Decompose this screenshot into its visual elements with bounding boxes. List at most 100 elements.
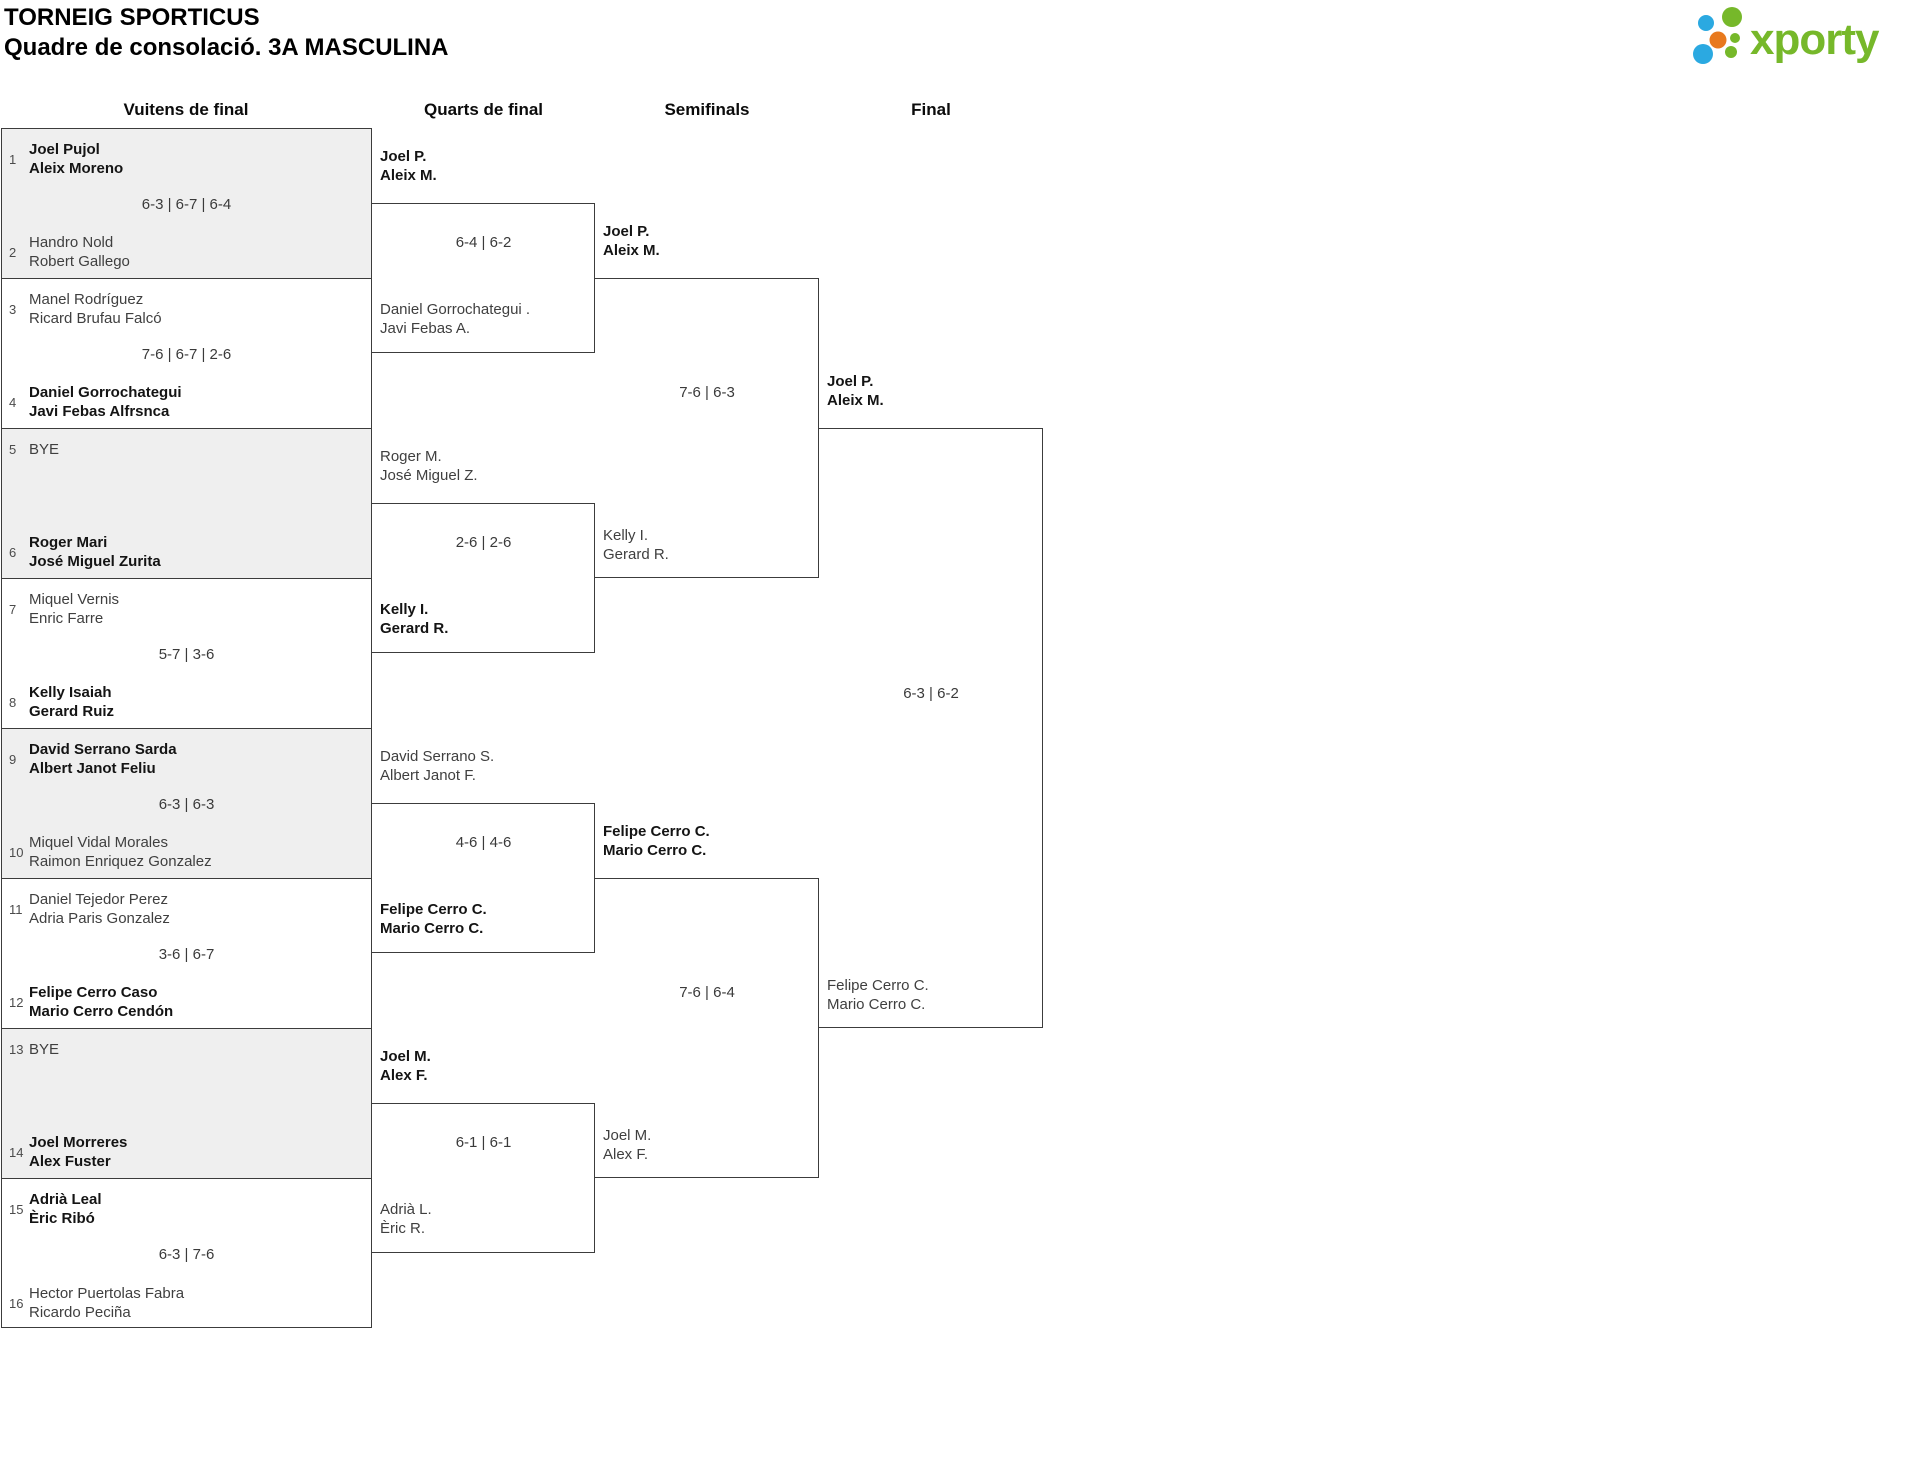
sf2-top-team: Felipe Cerro C.Mario Cerro C. bbox=[603, 822, 815, 860]
player-name: Gerard R. bbox=[603, 546, 669, 563]
team-entry: 13 BYE bbox=[2, 1040, 367, 1059]
seed-number: 9 bbox=[9, 751, 17, 767]
player-name: Mario Cerro C. bbox=[380, 920, 484, 937]
player-name: Handro Nold bbox=[29, 234, 114, 251]
seed-number: 3 bbox=[9, 301, 17, 317]
logo-dot-blue-small bbox=[1698, 15, 1714, 31]
seed-number: 8 bbox=[9, 694, 17, 710]
player-name: David Serrano Sarda bbox=[29, 741, 177, 758]
match-score: 6-3 | 7-6 bbox=[158, 1246, 215, 1263]
player-name: Manel Rodríguez bbox=[29, 291, 144, 308]
player-name: Joel Pujol bbox=[29, 141, 100, 158]
player-name: Aleix Moreno bbox=[29, 160, 124, 177]
seed-number: 2 bbox=[9, 244, 17, 260]
player-name: Joel P. bbox=[603, 223, 650, 240]
round-header-qf: Quarts de final bbox=[423, 100, 544, 119]
tournament-title: TORNEIG SPORTICUS bbox=[4, 4, 260, 31]
player-name: Felipe Cerro C. bbox=[380, 901, 487, 918]
qf2-score: 2-6 | 2-6 bbox=[455, 534, 512, 551]
player-name: Joel M. bbox=[380, 1048, 431, 1065]
player-name: Alex Fuster bbox=[29, 1153, 111, 1170]
player-name: Felipe Cerro C. bbox=[827, 977, 929, 994]
player-name: Kelly Isaiah bbox=[29, 684, 112, 701]
round-header-sf: Semifinals bbox=[664, 100, 750, 119]
player-name: Daniel Gorrochategui bbox=[29, 384, 182, 401]
logo-dot-blue-large bbox=[1693, 44, 1713, 64]
player-name: Kelly I. bbox=[380, 601, 429, 618]
bracket-subtitle: Quadre de consolació. 3A MASCULINA bbox=[4, 34, 449, 61]
qf1-score: 6-4 | 6-2 bbox=[455, 234, 512, 251]
seed-number: 7 bbox=[9, 601, 17, 617]
logo-dot-green-mid bbox=[1730, 33, 1740, 43]
player-name: Joel Morreres bbox=[29, 1134, 128, 1151]
player-name: Javi Febas Alfrsnca bbox=[29, 403, 170, 420]
player-name: Joel M. bbox=[603, 1127, 652, 1144]
match-score: 6-3 | 6-7 | 6-4 bbox=[141, 196, 232, 213]
player-name: Adrià L. bbox=[380, 1201, 432, 1218]
qf-match-3-box bbox=[372, 803, 595, 953]
player-name: Alex F. bbox=[380, 1067, 428, 1084]
player-name: Aleix M. bbox=[380, 167, 437, 184]
bye-label: BYE bbox=[29, 1041, 60, 1058]
final-match-box bbox=[819, 428, 1043, 1028]
player-name: Daniel Tejedor Perez bbox=[29, 891, 168, 908]
seed-number: 4 bbox=[9, 394, 17, 410]
final-bottom-team: Felipe Cerro C. Mario Cerro C. bbox=[827, 976, 1039, 1014]
seed-number: 11 bbox=[9, 901, 23, 917]
player-name: Enric Farre bbox=[29, 610, 104, 627]
player-name: Èric R. bbox=[380, 1220, 425, 1237]
player-name: Gerard R. bbox=[380, 620, 449, 637]
sf1-bottom-team: Kelly I.Gerard R. bbox=[603, 526, 815, 564]
qf2-bottom-team: Kelly I. Gerard R. bbox=[380, 600, 592, 638]
sf1-score: 7-6 | 6-3 bbox=[679, 384, 735, 401]
qf2-top-team: Roger M.José Miguel Z. bbox=[380, 447, 592, 485]
xporty-logo[interactable]: xporty bbox=[1680, 0, 1920, 80]
qf1-top-team: Joel P.Aleix M. bbox=[380, 147, 592, 185]
round-header-r16: Vuitens de final bbox=[123, 100, 249, 119]
logo-dot-green-small bbox=[1725, 46, 1737, 58]
player-name: Miquel Vernis bbox=[29, 591, 120, 608]
player-name: Alex F. bbox=[603, 1146, 649, 1163]
seed-number: 13 bbox=[9, 1042, 24, 1057]
player-name: Raimon Enriquez Gonzalez bbox=[29, 853, 212, 870]
bye-label: BYE bbox=[29, 441, 60, 458]
logo-dot-green-large bbox=[1722, 7, 1742, 27]
player-name: Joel P. bbox=[827, 373, 874, 390]
logo-dot-orange bbox=[1709, 31, 1727, 49]
qf-match-4-box bbox=[372, 1103, 595, 1253]
sf-match-2-box bbox=[595, 878, 819, 1178]
player-name: Robert Gallego bbox=[29, 253, 130, 270]
qf1-bottom-team: Daniel Gorrochategui . Javi Febas A. bbox=[380, 300, 592, 338]
player-name: Gerard Ruiz bbox=[29, 703, 115, 720]
seed-number: 1 bbox=[9, 151, 17, 167]
player-name: Daniel Gorrochategui . bbox=[380, 301, 531, 318]
qf3-score: 4-6 | 4-6 bbox=[455, 834, 512, 851]
player-name: Aleix M. bbox=[603, 242, 660, 259]
match-score: 7-6 | 6-7 | 2-6 bbox=[141, 346, 232, 363]
sf2-score: 7-6 | 6-4 bbox=[679, 984, 735, 1001]
seed-number: 10 bbox=[9, 844, 24, 860]
player-name: Adria Paris Gonzalez bbox=[29, 910, 170, 927]
seed-number: 6 bbox=[9, 544, 17, 560]
player-name: Ricard Brufau Falcó bbox=[29, 310, 162, 327]
player-name: Mario Cerro C. bbox=[827, 996, 926, 1013]
player-name: Javi Febas A. bbox=[380, 320, 471, 337]
seed-number: 14 bbox=[9, 1144, 24, 1160]
match-score: 6-3 | 6-3 bbox=[158, 796, 215, 813]
player-name: Adrià Leal bbox=[29, 1191, 102, 1208]
